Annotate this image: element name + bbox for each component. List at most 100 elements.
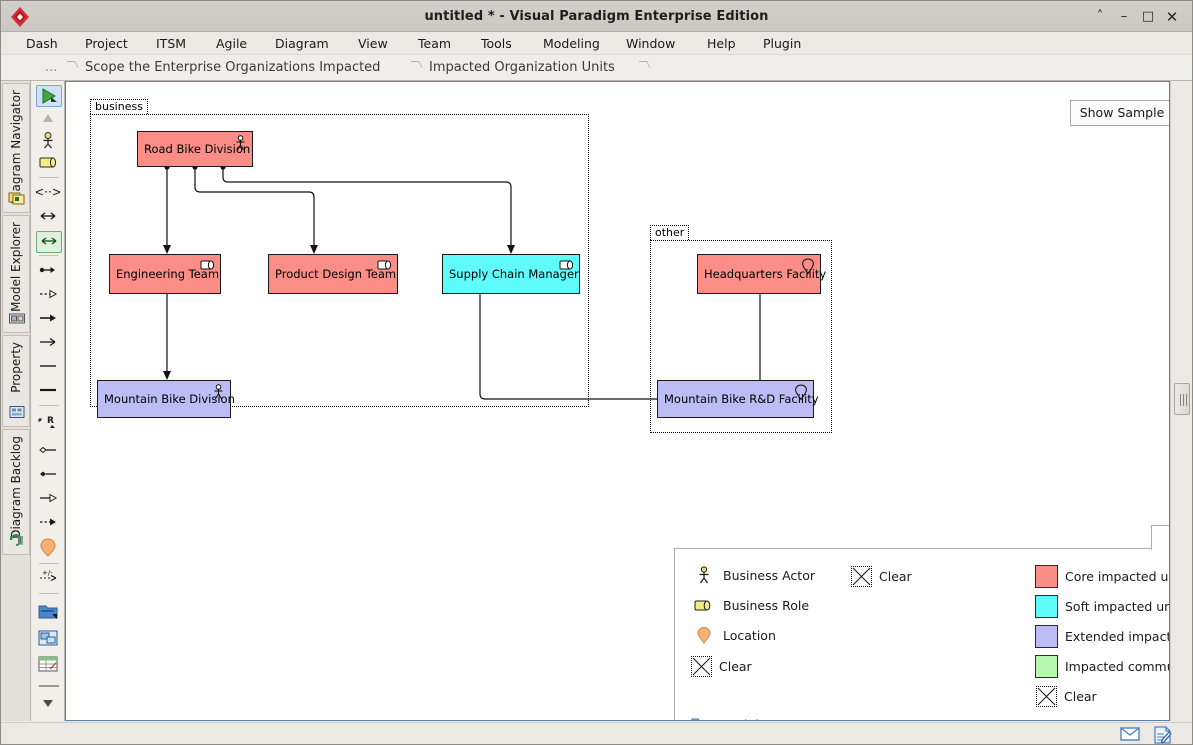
group-tag-business: business	[90, 99, 148, 114]
collapse-arrow-tool[interactable]	[36, 109, 62, 131]
assignment-relationship-tool[interactable]	[36, 261, 62, 283]
menu-team[interactable]: Team	[418, 36, 452, 51]
node-engineering-team[interactable]: Engineering Team	[109, 254, 221, 294]
breadcrumb-separator-1	[67, 58, 78, 78]
more-tools-chevron[interactable]	[36, 695, 62, 717]
show-sample-button[interactable]: Show Sample	[1070, 100, 1169, 126]
scrollbar-thumb[interactable]	[1174, 383, 1190, 415]
business-actor-tool[interactable]	[36, 131, 62, 153]
menu-help[interactable]: Help	[707, 36, 736, 51]
menu-project[interactable]: Project	[85, 36, 128, 51]
group-other[interactable]	[650, 240, 832, 433]
node-label: Product Design Team	[275, 267, 397, 281]
open-arrow-tool[interactable]	[36, 489, 62, 511]
business-actor-icon	[210, 384, 227, 401]
business-role-icon	[693, 598, 715, 617]
left-tab-rail: Diagram Navigator Model Explorer Prope	[1, 81, 31, 721]
folder-tool[interactable]	[36, 601, 62, 625]
serving-relationship-tool[interactable]	[36, 333, 62, 355]
legend-label: Soft impacted units	[1065, 599, 1169, 614]
menu-itsm[interactable]: ITSM	[156, 36, 187, 51]
breadcrumb-item-impacted-units[interactable]: Impacted Organization Units	[429, 60, 615, 75]
color-swatch-extended	[1035, 625, 1058, 648]
composition-relationship-tool[interactable]	[36, 465, 62, 487]
dashed-arrow-tool[interactable]	[36, 513, 62, 535]
canvas-vertical-scrollbar[interactable]	[1170, 81, 1192, 721]
pointer-select-tool[interactable]	[36, 85, 62, 107]
menu-view[interactable]: View	[358, 36, 388, 51]
association-bidirectional-tool[interactable]: <··>	[34, 183, 62, 205]
sidebar-item-diagram-backlog[interactable]: Diagram Backlog	[2, 429, 30, 555]
table-tool[interactable]	[36, 653, 62, 677]
breadcrumb-ellipsis[interactable]: ...	[45, 60, 58, 75]
business-actor-icon	[695, 566, 713, 589]
sidebar-item-diagram-navigator[interactable]: Diagram Navigator	[2, 83, 30, 213]
flow-relationship-tool[interactable]	[36, 231, 62, 253]
business-role-icon	[377, 258, 394, 275]
breadcrumb-separator-2	[411, 58, 422, 78]
thick-line-tool[interactable]	[36, 381, 62, 403]
menu-bar: Dash Project ITSM Agile Diagram View Tea…	[1, 32, 1192, 55]
business-role-tool[interactable]	[36, 153, 62, 175]
menu-plugin[interactable]: Plugin	[763, 36, 802, 51]
resize-relationship-tool[interactable]: R	[36, 413, 62, 435]
association-arrow-tool[interactable]	[36, 207, 62, 229]
node-label: Headquarters Facility	[704, 267, 827, 281]
legend-label: Core impacted units	[1065, 569, 1169, 584]
minimize-button[interactable]: –	[1120, 9, 1128, 24]
business-role-icon	[559, 258, 576, 275]
connector-engineering-to-mountain-bike	[163, 294, 171, 380]
node-road-bike-division[interactable]: Road Bike Division	[137, 131, 253, 167]
diagram-canvas-container: Show Sample	[65, 81, 1170, 721]
menu-dash[interactable]: Dash	[26, 36, 58, 51]
svg-text:+/-: +/-	[42, 569, 53, 577]
line-tool[interactable]	[36, 357, 62, 379]
node-mountain-bike-division[interactable]: Mountain Bike Division	[97, 380, 235, 418]
menu-agile[interactable]: Agile	[216, 36, 248, 51]
maximize-button[interactable]: □	[1141, 9, 1155, 24]
menu-diagram[interactable]: Diagram	[275, 36, 329, 51]
menu-tools[interactable]: Tools	[481, 36, 512, 51]
node-label: Supply Chain Manager	[449, 267, 579, 281]
location-tool[interactable]	[36, 537, 62, 561]
svg-text:R: R	[47, 416, 54, 426]
note-tool[interactable]	[36, 627, 62, 651]
model-explorer-icon	[8, 309, 26, 327]
node-mountain-bike-rd-facility[interactable]: Mountain Bike R&D Facility	[657, 380, 819, 418]
diagram-backlog-icon	[8, 531, 26, 549]
triggering-relationship-tool[interactable]	[36, 309, 62, 331]
location-icon	[695, 626, 713, 649]
model-extractor-icon	[691, 716, 711, 720]
realization-relationship-tool[interactable]	[36, 285, 62, 307]
aggregation-relationship-tool[interactable]	[36, 441, 62, 463]
message-icon[interactable]	[1119, 725, 1141, 743]
diagram-canvas[interactable]: Show Sample	[66, 82, 1169, 720]
junction-connector-tool[interactable]: +/-	[36, 567, 62, 589]
color-swatch-soft	[1035, 595, 1058, 618]
legend-tab[interactable]: Legend	[1151, 525, 1169, 550]
close-button[interactable]: ✕	[1165, 8, 1179, 26]
menu-modeling[interactable]: Modeling	[543, 36, 600, 51]
breadcrumb-item-scope[interactable]: Scope the Enterprise Organizations Impac…	[85, 60, 381, 75]
menu-window[interactable]: Window	[626, 36, 676, 51]
group-business[interactable]	[90, 114, 589, 407]
sidebar-item-property[interactable]: Property	[2, 335, 30, 427]
node-label: Mountain Bike Division	[104, 392, 235, 406]
property-icon	[8, 403, 26, 421]
model-explorer-label: Model Explorer	[9, 222, 23, 312]
window-title: untitled * - Visual Paradigm Enterprise …	[424, 9, 769, 24]
node-supply-chain-manager[interactable]: Supply Chain Manager	[442, 254, 580, 294]
sidebar-item-model-explorer[interactable]: Model Explorer	[2, 215, 30, 333]
clear-icon	[1036, 686, 1057, 707]
node-headquarters-facility[interactable]: Headquarters Facility	[697, 254, 826, 294]
breadcrumb: ... Scope the Enterprise Organizations I…	[1, 55, 1192, 132]
visual-paradigm-logo-icon	[9, 6, 31, 28]
legend-label: Clear	[1064, 689, 1097, 704]
diagram-backlog-label: Diagram Backlog	[9, 436, 23, 539]
legend-label: Business Role	[723, 598, 810, 613]
node-product-design-team[interactable]: Product Design Team	[268, 254, 398, 294]
collapse-ribbon-button[interactable]: ˄	[1096, 9, 1104, 24]
legend-label: Location	[723, 628, 776, 643]
notes-icon[interactable]	[1151, 725, 1173, 744]
